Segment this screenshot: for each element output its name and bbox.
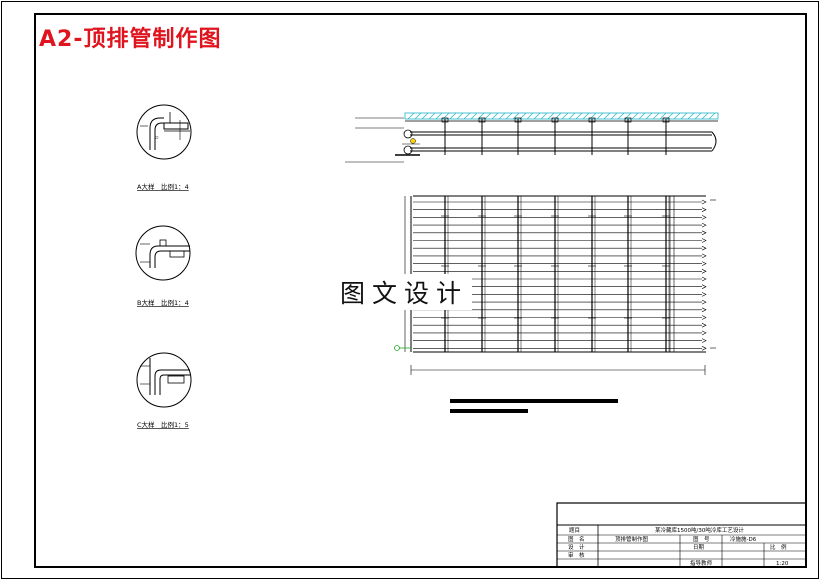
detail-b-caption: B大样 比例1：4	[137, 298, 189, 307]
detail-c: C大样 比例1：5	[136, 352, 192, 429]
drawing-frame	[34, 13, 807, 568]
drawing-label: 图 名	[568, 535, 585, 543]
project-label: 题目	[569, 527, 580, 534]
side-elevation	[345, 112, 719, 163]
design-label: 设 计	[568, 543, 585, 551]
ratio-label: 比 例	[770, 543, 787, 551]
date-label: 日期	[693, 544, 705, 551]
detail-c-caption: C大样 比例1：5	[137, 420, 189, 429]
title-block-text: 题目 某冷藏库1500吨/30吨冷库工艺设计 图 名 顶排管制作图 图 号 冷施…	[568, 526, 789, 567]
plan-view	[394, 195, 716, 375]
number-label: 图 号	[693, 535, 710, 543]
project-value: 某冷藏库1500吨/30吨冷库工艺设计	[655, 526, 744, 534]
detail-a-caption: A大样 比例1：4	[137, 182, 189, 191]
svg-text:∅: ∅	[155, 135, 159, 140]
section-bars	[450, 399, 618, 413]
scale-value: 1:20	[776, 561, 789, 567]
title-block	[556, 502, 807, 568]
detail-b: B大样 比例1：4	[135, 225, 191, 307]
number-value: 冷施施-D6	[730, 535, 757, 543]
sheet-title: A2-顶排管制作图	[39, 27, 222, 52]
detail-a: ∅ A大样 比例1：4	[136, 104, 192, 191]
review-label: 指导教师	[690, 559, 713, 567]
watermark: 图文设计	[336, 274, 473, 310]
drawing-value: 顶排管制作图	[615, 535, 649, 543]
check-label: 审 核	[568, 551, 585, 559]
